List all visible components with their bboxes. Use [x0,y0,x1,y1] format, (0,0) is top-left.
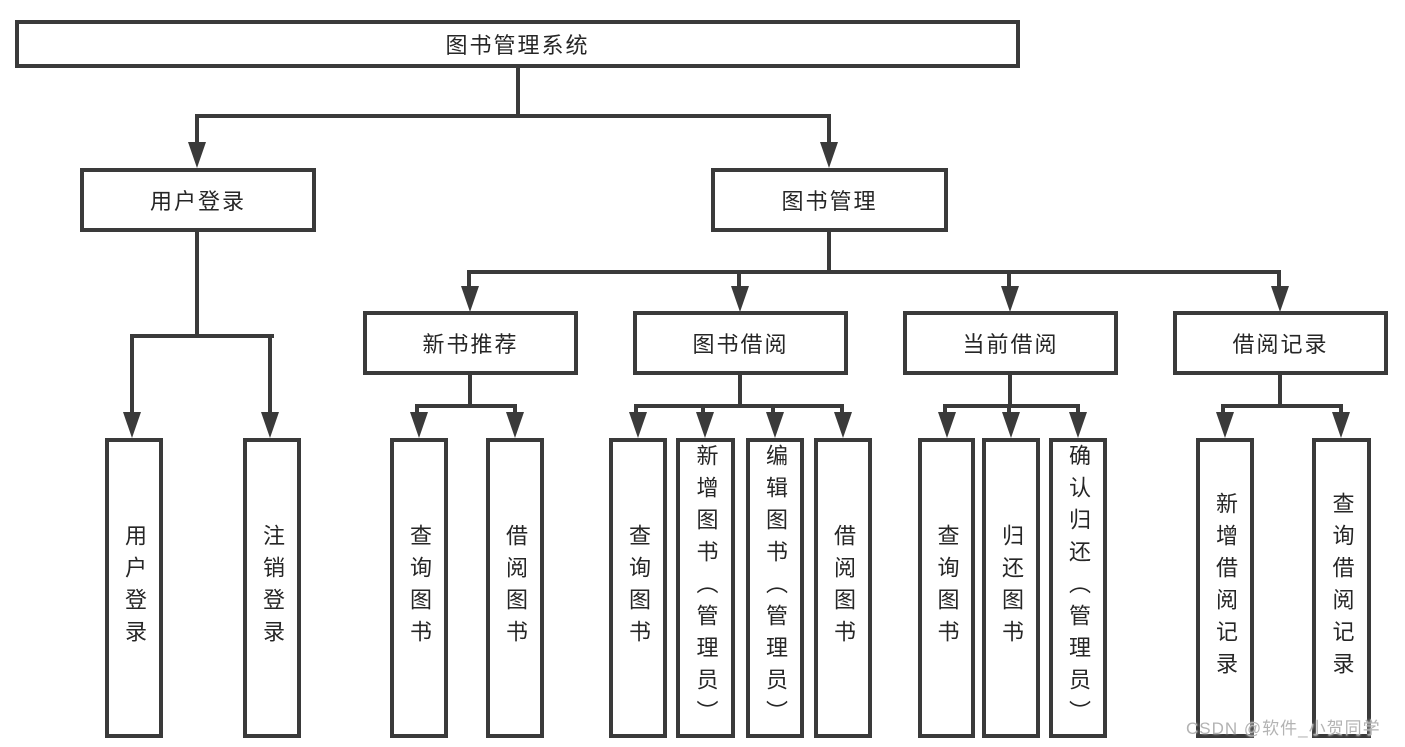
leaf-logout: 注销登录 [243,438,301,738]
arrow-to-leaf [938,412,956,438]
leaf-borrow-books-newrec-label: 借阅图书 [503,524,528,652]
arrow-to-leaf [1002,412,1020,438]
arrow-to-leaf [629,412,647,438]
leaf-add-books-admin: 新增图书（管理员） [676,438,735,738]
connector-drop-leaf [943,404,947,418]
node-book-mgmt: 图书管理 [711,168,948,232]
leaf-add-books-admin-label: 新增图书（管理员） [693,444,719,732]
arrow-to-leaf [1332,412,1350,438]
connector-drop-new-books [467,270,471,292]
arrow-to-leaf [410,412,428,438]
leaf-query-books-newrec-label: 查询图书 [407,524,432,652]
node-current-borrow: 当前借阅 [903,311,1118,375]
connector-drop-current-borrow [1007,270,1011,292]
node-book-borrow: 图书借阅 [633,311,848,375]
node-user-login-label: 用户登录 [149,189,246,214]
connector-drop-leaf [771,404,775,418]
connector-drop-borrow-records [1277,270,1281,292]
arrow-to-leaf [696,412,714,438]
connector-drop-leaf [1221,404,1225,418]
leaf-user-login: 用户登录 [105,438,163,738]
leaf-confirm-return-admin-label: 确认归还（管理员） [1066,444,1091,732]
arrow-to-borrow-records [1271,286,1289,312]
connector-drop-leaf [1076,404,1080,418]
leaf-borrow-books-borrow-label: 借阅图书 [831,524,856,652]
connector-drop-book-borrow [737,270,741,292]
connector-l3-branch [467,270,1281,274]
arrow-to-book-borrow [731,286,749,312]
arrow-to-leaf [766,412,784,438]
arrow-to-book-mgmt [820,142,838,168]
arrow-to-login-leaf [123,412,141,438]
connector-book-borrow-branch [634,404,844,408]
connector-l2-drop-user-login [195,114,199,148]
node-root-label: 图书管理系统 [445,33,590,58]
arrow-to-leaf [834,412,852,438]
connector-l2-branch [195,114,831,118]
leaf-logout-label: 注销登录 [260,524,285,652]
connector-user-login-branch [130,334,274,338]
connector-drop-leaf [1339,404,1343,418]
connector-new-books-branch [415,404,517,408]
leaf-query-books-current-label: 查询图书 [934,524,960,652]
connector-drop-leaf [415,404,419,418]
leaf-edit-books-admin: 编辑图书（管理员） [746,438,804,738]
leaf-return-books: 归还图书 [982,438,1040,738]
arrow-to-leaf [1069,412,1087,438]
node-user-login: 用户登录 [80,168,316,232]
node-current-borrow-label: 当前借阅 [962,332,1059,357]
arrow-to-logout-leaf [261,412,279,438]
connector-book-mgmt-stem [827,232,831,274]
connector-drop-leaf [634,404,638,418]
connector-borrow-records-stem [1278,375,1282,408]
leaf-query-borrow-record: 查询借阅记录 [1312,438,1371,738]
connector-borrow-records-branch [1221,404,1343,408]
csdn-watermark: CSDN @软件_小贺同学 [1186,719,1381,738]
node-book-borrow-label: 图书借阅 [692,332,789,357]
leaf-query-books-newrec: 查询图书 [390,438,448,738]
leaf-query-borrow-record-label: 查询借阅记录 [1329,492,1355,684]
connector-drop-leaf [840,404,844,418]
connector-root-stem [516,68,520,118]
arrow-to-new-books [461,286,479,312]
connector-drop-logout-leaf [268,334,272,414]
connector-current-borrow-branch [943,404,1080,408]
connector-user-login-stem [195,232,199,338]
connector-drop-leaf [1007,404,1011,418]
connector-drop-login-leaf [130,334,134,414]
node-root-library-system: 图书管理系统 [15,20,1020,68]
leaf-query-books-current: 查询图书 [918,438,975,738]
node-book-mgmt-label: 图书管理 [781,189,878,214]
leaf-query-books-borrow-label: 查询图书 [626,524,651,652]
leaf-borrow-books-newrec: 借阅图书 [486,438,544,738]
connector-drop-leaf [513,404,517,418]
connector-drop-leaf [701,404,705,418]
leaf-add-borrow-record: 新增借阅记录 [1196,438,1254,738]
arrow-to-leaf [506,412,524,438]
connector-book-borrow-stem [738,375,742,408]
node-borrow-records-label: 借阅记录 [1232,332,1329,357]
leaf-edit-books-admin-label: 编辑图书（管理员） [763,444,788,732]
connector-l2-drop-book-mgmt [827,114,831,148]
node-borrow-records: 借阅记录 [1173,311,1388,375]
leaf-add-borrow-record-label: 新增借阅记录 [1213,492,1238,684]
leaf-query-books-borrow: 查询图书 [609,438,667,738]
leaf-confirm-return-admin: 确认归还（管理员） [1049,438,1107,738]
leaf-borrow-books-borrow: 借阅图书 [814,438,872,738]
connector-current-borrow-stem [1008,375,1012,408]
connector-new-books-stem [468,375,472,408]
arrow-to-leaf [1216,412,1234,438]
node-new-books-label: 新书推荐 [422,332,519,357]
arrow-to-user-login [188,142,206,168]
leaf-user-login-label: 用户登录 [122,524,147,652]
leaf-return-books-label: 归还图书 [999,524,1024,652]
arrow-to-current-borrow [1001,286,1019,312]
node-new-books: 新书推荐 [363,311,578,375]
